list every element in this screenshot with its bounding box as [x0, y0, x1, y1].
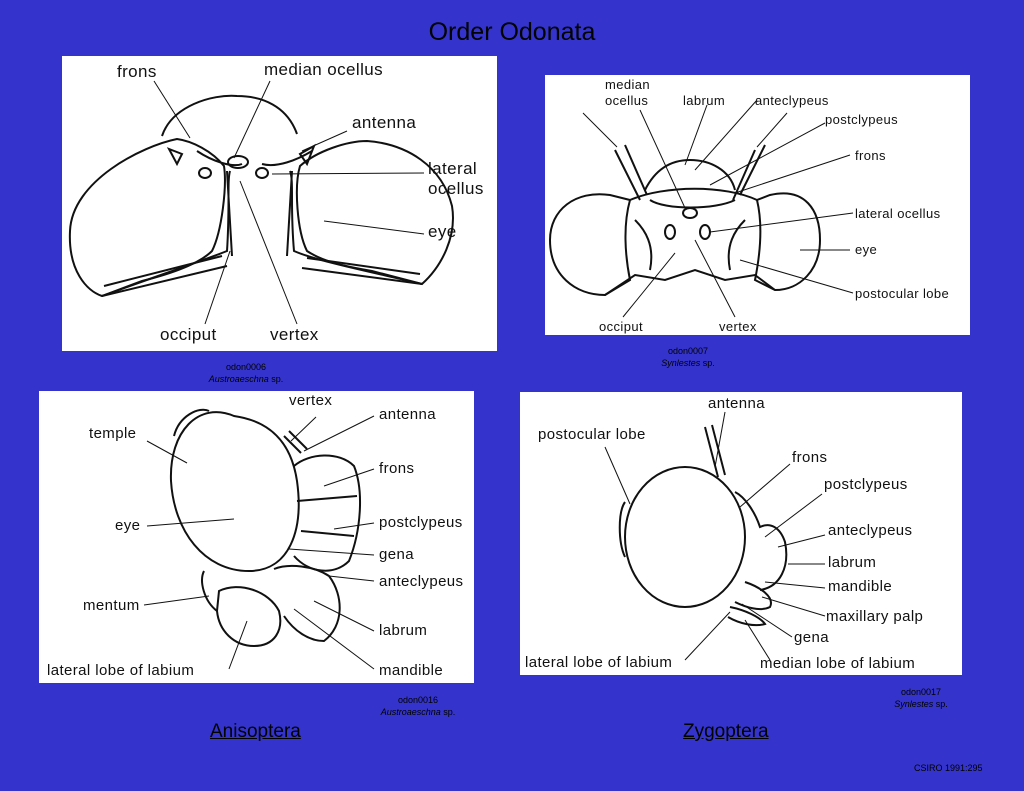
caption-id: odon0006	[225, 362, 267, 372]
head-drawing	[39, 391, 474, 683]
caption-odon0007: odon0007 Synlestes sp.	[638, 345, 738, 369]
label-postclypeus: postclypeus	[824, 476, 908, 493]
label-eye: eye	[115, 517, 141, 534]
caption-odon0017: odon0017 Synlestes sp.	[871, 686, 971, 710]
caption-sp: sp.	[935, 699, 948, 709]
label-maxillary-palp: maxillary palp	[826, 608, 924, 625]
label-gena: gena	[794, 629, 829, 646]
label-median: median	[605, 77, 651, 92]
caption-sp: sp.	[702, 358, 715, 368]
caption-id: odon0007	[667, 346, 709, 356]
diagram-zygoptera-frontal: median ocellus labrum anteclypeus postcl…	[545, 75, 970, 335]
caption-genus: Synlestes	[894, 699, 934, 709]
diagram-anisoptera-frontal: frons median ocellus antenna lateral oce…	[62, 56, 497, 351]
label-gena: gena	[379, 546, 414, 563]
diagram-zygoptera-lateral: antenna postocular lobe frons postclypeu…	[520, 392, 962, 675]
caption-genus: Synlestes	[661, 358, 701, 368]
label-occiput: occiput	[599, 319, 643, 334]
caption-id: odon0016	[397, 695, 439, 705]
label-anteclypeus: anteclypeus	[755, 93, 829, 108]
label-frons: frons	[117, 62, 157, 81]
label-postocular-lobe: postocular lobe	[538, 426, 646, 443]
label-antenna: antenna	[708, 395, 766, 412]
label-labrum: labrum	[828, 554, 877, 571]
label-mentum: mentum	[83, 597, 140, 614]
label-vertex: vertex	[270, 325, 319, 344]
label-lateral-ocellus: lateral ocellus	[855, 206, 941, 221]
head-drawing	[520, 392, 962, 675]
label-anteclypeus: anteclypeus	[828, 522, 913, 539]
label-frons: frons	[792, 449, 828, 466]
label-mandible: mandible	[379, 662, 444, 679]
caption-sp: sp.	[271, 374, 284, 384]
caption-odon0006: odon0006 Austroaeschna sp.	[196, 361, 296, 385]
credit-text: CSIRO 1991:295	[914, 763, 983, 773]
label-median-lobe-of-labium: median lobe of labium	[760, 655, 916, 672]
label-postclypeus: postclypeus	[379, 514, 463, 531]
caption-genus: Austroaeschna	[208, 374, 269, 384]
group-label-zygoptera: Zygoptera	[683, 721, 769, 742]
label-lateral-lobe-of-labium: lateral lobe of labium	[47, 662, 195, 679]
label-vertex: vertex	[289, 392, 333, 409]
head-drawing	[545, 75, 970, 335]
label-temple: temple	[89, 425, 137, 442]
diagram-anisoptera-lateral: vertex antenna temple frons eye postclyp…	[39, 391, 474, 683]
label-anteclypeus: anteclypeus	[379, 573, 464, 590]
label-postclypeus: postclypeus	[825, 112, 899, 127]
label-frons: frons	[855, 148, 886, 163]
page-title: Order Odonata	[428, 18, 596, 46]
label-postocular-lobe: postocular lobe	[855, 286, 950, 301]
caption-id: odon0017	[900, 687, 942, 697]
caption-odon0016: odon0016 Austroaeschna sp.	[368, 694, 468, 718]
label-lateral-lobe-of-labium: lateral lobe of labium	[525, 654, 673, 671]
label-ocellus: ocellus	[428, 179, 484, 198]
label-antenna: antenna	[352, 113, 417, 132]
label-antenna: antenna	[379, 406, 437, 423]
group-label-anisoptera: Anisoptera	[210, 721, 301, 742]
label-labrum: labrum	[683, 93, 726, 108]
label-ocellus: ocellus	[605, 93, 649, 108]
label-eye: eye	[855, 242, 878, 257]
label-mandible: mandible	[828, 578, 893, 595]
label-vertex: vertex	[719, 319, 757, 334]
label-eye: eye	[428, 222, 457, 241]
head-drawing	[62, 56, 497, 351]
label-lateral: lateral	[428, 159, 478, 178]
caption-genus: Austroaeschna	[380, 707, 441, 717]
label-labrum: labrum	[379, 622, 428, 639]
label-occiput: occiput	[160, 325, 217, 344]
label-frons: frons	[379, 460, 415, 477]
caption-sp: sp.	[443, 707, 456, 717]
label-median-ocellus: median ocellus	[264, 60, 383, 79]
